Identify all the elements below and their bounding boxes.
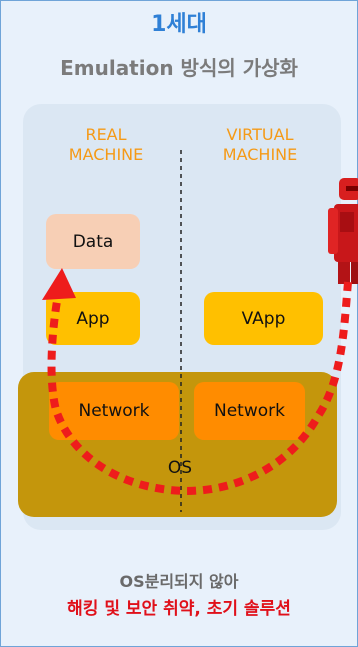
attack-arrow-icon — [42, 268, 76, 300]
network-real-label: Network — [78, 401, 150, 421]
network-real-block: Network — [49, 382, 179, 440]
data-block: Data — [46, 214, 140, 269]
vapp-label: VApp — [241, 308, 286, 329]
virtualization-subtitle: Emulation 방식의 가상화 — [60, 56, 298, 80]
virtual-machine-label: VIRTUAL MACHINE — [200, 125, 320, 165]
generation-title: 1세대 — [151, 12, 207, 37]
footer-note: OS분리되지 않아 — [119, 572, 239, 591]
virtual-machine-label-line1: VIRTUAL — [226, 125, 294, 144]
virtual-machine-label-line2: MACHINE — [222, 145, 298, 164]
vapp-block: VApp — [204, 292, 323, 345]
app-block: App — [46, 292, 140, 345]
footer-warning: 해킹 및 보안 취약, 초기 솔루션 — [67, 599, 291, 619]
app-label: App — [76, 308, 110, 329]
network-virtual-label: Network — [214, 401, 285, 421]
data-label: Data — [72, 231, 114, 252]
attack-path — [47, 281, 352, 495]
real-machine-label-line2: MACHINE — [68, 145, 144, 164]
real-machine-label-line1: REAL — [85, 125, 127, 144]
attacker-figure-icon — [328, 178, 358, 284]
network-virtual-block: Network — [194, 382, 305, 440]
real-machine-label: REAL MACHINE — [46, 125, 166, 165]
os-label: OS — [167, 458, 193, 478]
